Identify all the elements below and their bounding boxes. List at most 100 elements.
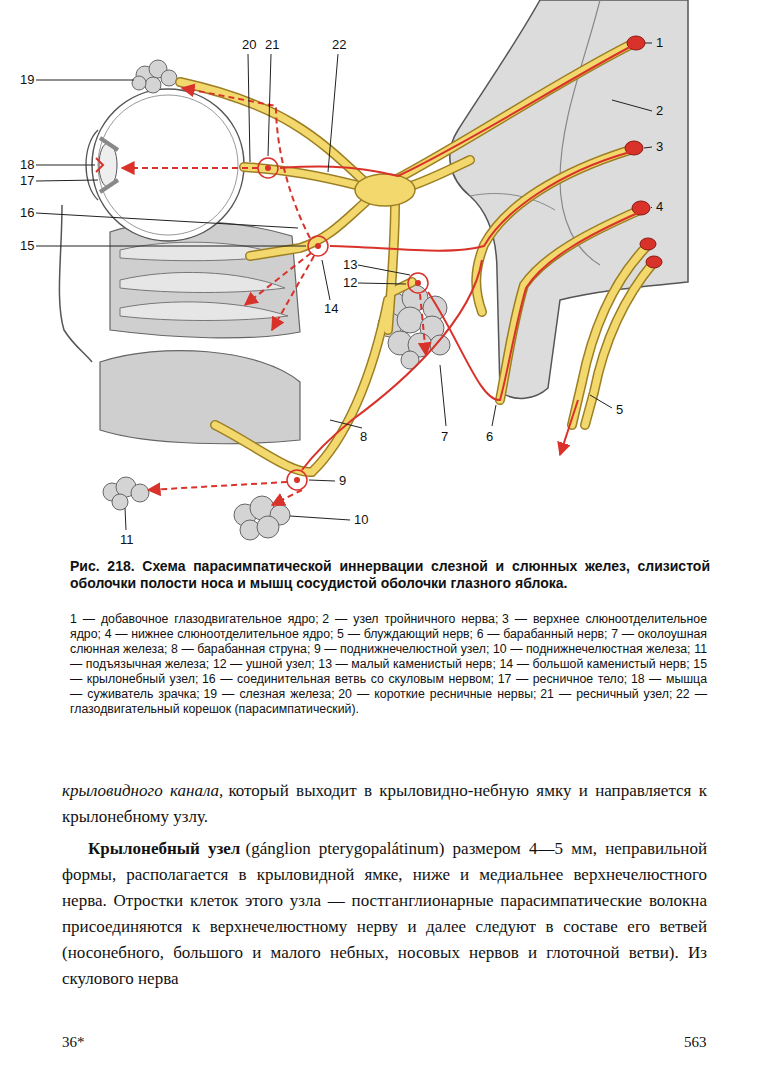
- eyeball: [92, 89, 244, 241]
- ganglion-cell: [315, 243, 321, 249]
- ganglion-cell: [294, 477, 300, 483]
- nasal-concha: [120, 272, 285, 292]
- nerve: [244, 167, 360, 186]
- postganglionic-fiber: [148, 482, 287, 490]
- parotid-gland: [397, 307, 423, 333]
- ganglion-ring: [258, 158, 278, 178]
- nerve-outline: [180, 44, 654, 472]
- callout-number: 20: [242, 38, 256, 52]
- preganglionic-fiber: [330, 152, 630, 251]
- callout-number: 4: [656, 200, 663, 214]
- leader-line: [36, 180, 98, 181]
- legend-item: 12 — ушной узел;: [213, 657, 315, 671]
- legend-item: 16 — соединительная ветвь со скуловым не…: [202, 672, 494, 686]
- preganglionic-fiber: [302, 260, 482, 470]
- nerve: [405, 160, 470, 188]
- leader-line: [309, 480, 335, 481]
- lacrimal-gland: [145, 77, 161, 93]
- leader-line: [322, 260, 330, 300]
- parotid-gland: [430, 335, 450, 355]
- legend-item: 2 — узел тройничного нерва;: [322, 612, 498, 626]
- callout-number: 15: [20, 239, 34, 253]
- figure-caption: Рис. 218. Схема парасимпатической иннерв…: [70, 558, 710, 592]
- body-paragraph: крыловидного канала,который выходит в кр…: [62, 778, 707, 830]
- nerve-fill: [180, 44, 654, 472]
- postganglionic-fiber: [420, 294, 426, 355]
- leader-line: [612, 100, 652, 111]
- trigeminal-ganglion: [355, 174, 415, 206]
- ganglion-cell: [415, 280, 421, 286]
- nucleus: [632, 201, 650, 215]
- brainstem-contour: [560, 0, 600, 265]
- leader-line: [492, 405, 496, 426]
- leader-line: [290, 516, 350, 520]
- callout-number: 17: [20, 174, 34, 188]
- callout-number: 22: [332, 38, 346, 52]
- postganglionic-fiber: [122, 167, 258, 169]
- legend-item: 5 — блуждающий нерв;: [337, 627, 473, 641]
- leader-line: [330, 420, 362, 428]
- callout-number: 7: [441, 430, 448, 444]
- nerve: [476, 150, 630, 312]
- leader-line: [644, 147, 652, 148]
- leader-line: [36, 165, 95, 166]
- callout-number: 14: [324, 302, 338, 316]
- ganglion-ring: [287, 470, 307, 490]
- body-text: (gánglion pterygopalátinum) размером 4—5…: [62, 839, 707, 988]
- nasal-concha: [120, 302, 288, 321]
- page-number: 36*: [62, 1034, 85, 1051]
- legend-item: 9 — поднижнечелюстной узел;: [314, 642, 489, 656]
- callout-number: 11: [120, 533, 134, 547]
- leader-line: [248, 54, 250, 162]
- legend-item: 20 — короткие ресничные нервы;: [338, 687, 536, 701]
- callout-number: 2: [656, 104, 663, 118]
- leader-line: [125, 508, 126, 530]
- callout-number: 6: [486, 430, 493, 444]
- preganglionic-fiber: [428, 212, 640, 400]
- callout-number: 12: [343, 276, 357, 290]
- nucleus: [640, 238, 656, 250]
- leader-line: [590, 395, 612, 408]
- nerve: [476, 150, 630, 312]
- palate-tongue: [100, 351, 300, 444]
- callout-number: 19: [20, 73, 34, 87]
- leader-line: [268, 54, 271, 156]
- pupil-sphincter: [96, 158, 103, 172]
- leader-line: [36, 246, 306, 247]
- body-text: крыловидного канала,: [62, 781, 223, 800]
- legend-item: 19 — слезная железа;: [203, 687, 334, 701]
- callout-number: 16: [20, 206, 34, 220]
- sublingual-gland: [131, 484, 149, 502]
- callout-number: 8: [360, 430, 367, 444]
- nose-profile: [59, 205, 92, 362]
- legend-item: 6 — барабанный нерв;: [477, 627, 608, 641]
- term-heading: Крылонебный узел: [88, 839, 240, 858]
- nerve: [405, 160, 470, 188]
- submandibular-gland: [257, 516, 279, 538]
- legend-item: 21 — ресничный узел;: [540, 687, 672, 701]
- leader-line: [358, 283, 406, 284]
- body-paragraph: Крылонебный узел(gánglion pterygopalátin…: [62, 836, 707, 992]
- leader-line: [645, 43, 652, 44]
- legend-block: 1 — добавочное глазодвигательное ядро;2 …: [70, 612, 707, 717]
- ganglion-cell: [265, 165, 271, 171]
- leader-line: [440, 365, 446, 426]
- leader-line: [36, 80, 134, 81]
- legend-item: 14 — большой каменистый нерв;: [500, 657, 690, 671]
- ganglion-ring: [408, 273, 428, 293]
- postganglionic-fiber: [272, 256, 314, 330]
- legend-item: 17 — ресничное тело;: [498, 672, 627, 686]
- leader-line: [328, 54, 338, 172]
- postganglionic-fiber: [245, 253, 311, 305]
- legend-item: 8 — барабанная струна;: [171, 642, 310, 656]
- brainstem: [450, 0, 688, 398]
- callout-number: 13: [343, 258, 357, 272]
- legend-item: 4 — нижнее слюноотделительное ядро;: [105, 627, 334, 641]
- preganglionic-fiber: [280, 47, 630, 176]
- nerve: [585, 262, 654, 425]
- legend-item: 1 — добавочное глазодвигательное ядро;: [70, 612, 319, 626]
- nerve: [244, 167, 360, 186]
- lacrimal-gland: [132, 76, 146, 90]
